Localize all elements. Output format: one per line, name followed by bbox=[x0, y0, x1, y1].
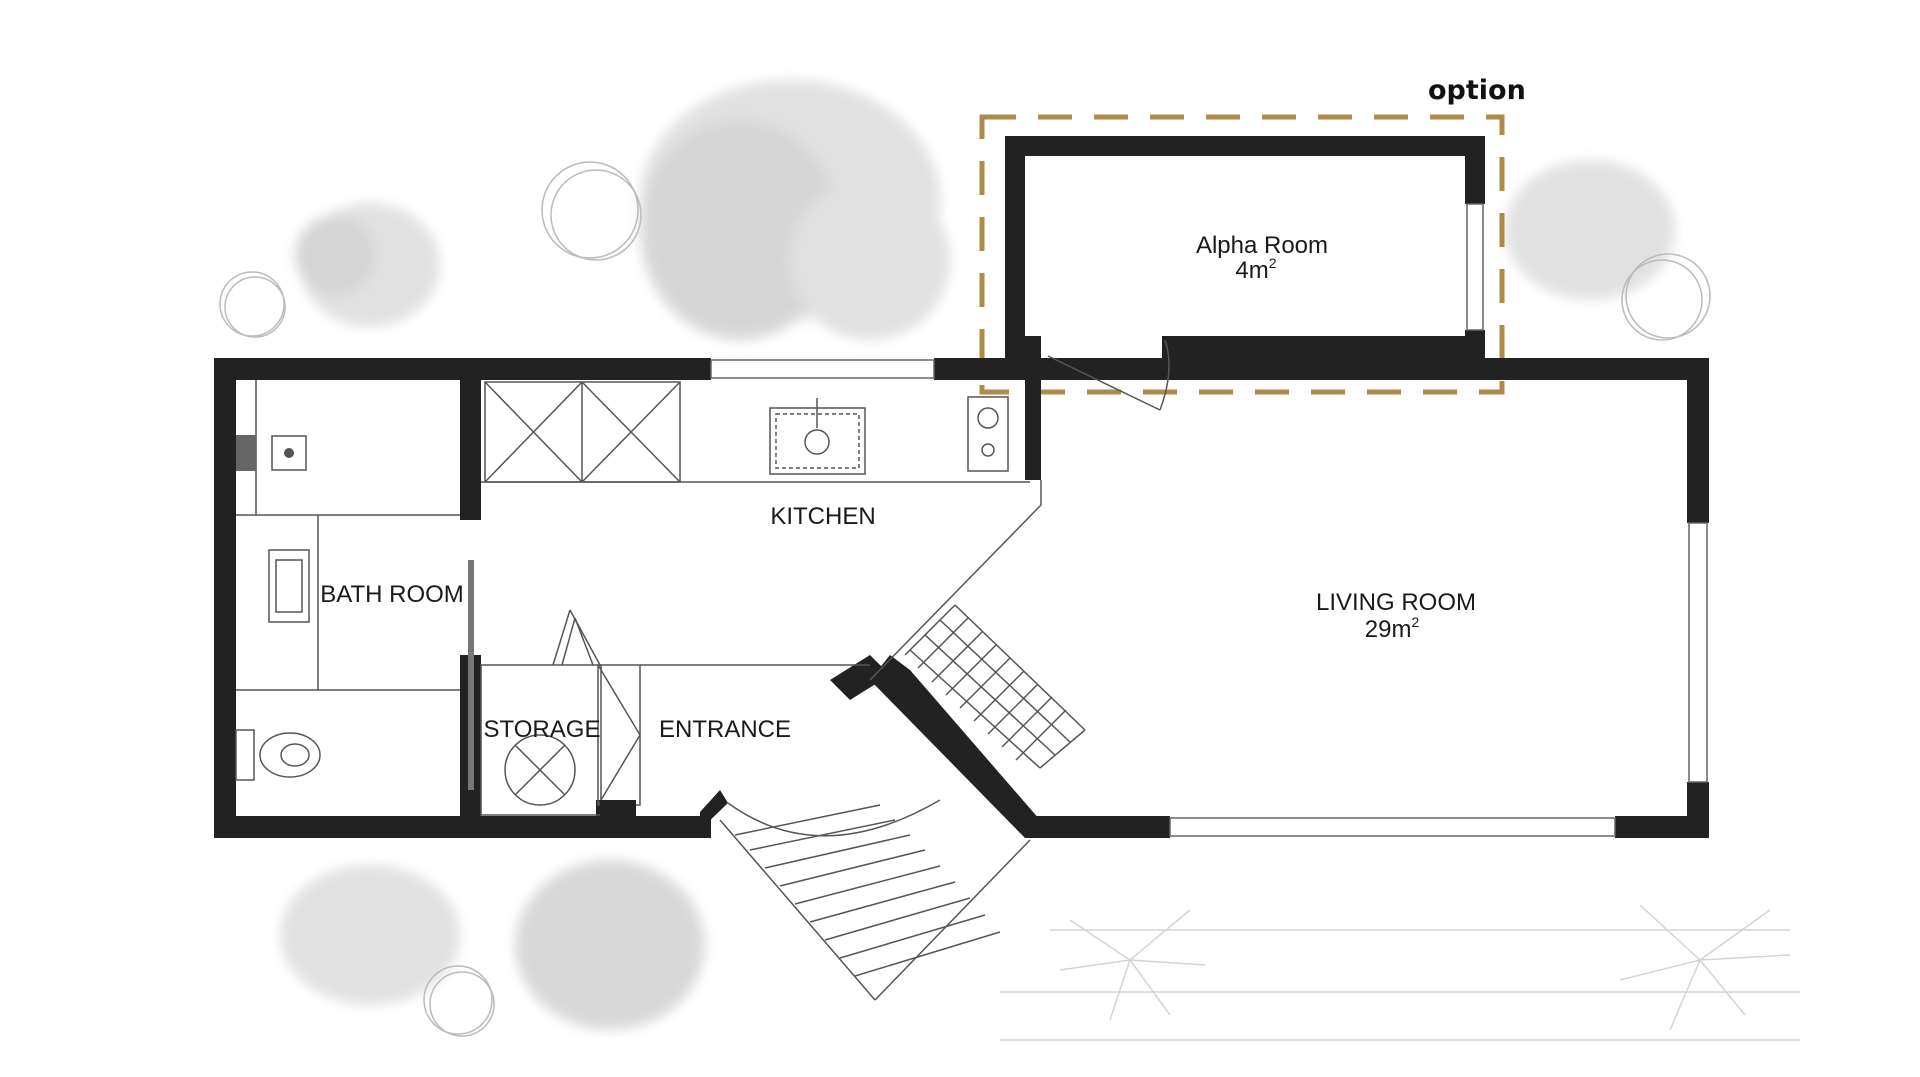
entry-steps bbox=[719, 799, 1031, 1001]
alpha-room-area: 4m2 bbox=[1235, 255, 1276, 284]
interior-stairs bbox=[904, 604, 1086, 769]
storage-label: STORAGE bbox=[484, 716, 601, 743]
kitchen-label: KITCHEN bbox=[770, 503, 875, 530]
living-room-area: 29m2 bbox=[1365, 614, 1420, 643]
alpha-room-label: Alpha Room 4m2 bbox=[1196, 232, 1328, 284]
living-room-name: LIVING ROOM bbox=[1316, 589, 1476, 616]
living-room-label: LIVING ROOM 29m2 bbox=[1316, 589, 1476, 643]
option-label: option bbox=[1428, 75, 1526, 106]
tree-circles bbox=[219, 161, 1711, 1037]
walls bbox=[214, 136, 1709, 838]
alpha-room-name: Alpha Room bbox=[1196, 232, 1328, 259]
bath-room-label: BATH ROOM bbox=[320, 581, 464, 608]
entrance-label: ENTRANCE bbox=[659, 716, 791, 743]
palm-icons bbox=[1000, 904, 1800, 1041]
tree-canopies bbox=[280, 80, 1675, 1030]
plan-linework bbox=[235, 203, 1708, 1001]
